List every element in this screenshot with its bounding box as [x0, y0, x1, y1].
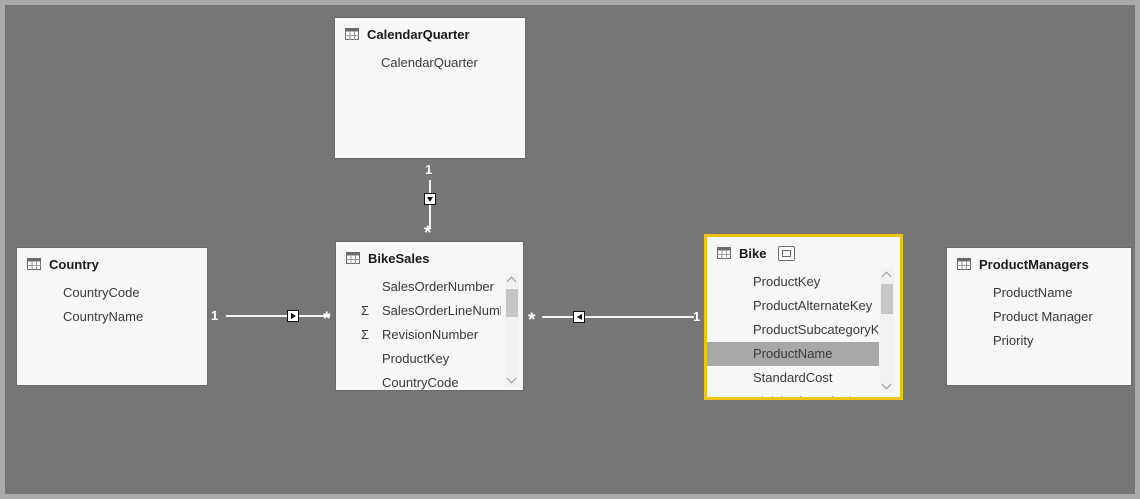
field-row-countrycode[interactable]: CountryCode: [17, 281, 207, 305]
sum-icon: Σ: [361, 303, 370, 318]
field-row-productkey[interactable]: ProductKey: [707, 270, 900, 294]
scrollbar[interactable]: [880, 268, 894, 393]
table-icon: [345, 28, 359, 40]
arrow-right-icon: [290, 313, 296, 319]
field-row-countryname[interactable]: CountryName: [17, 305, 207, 329]
scrollbar[interactable]: [505, 273, 519, 387]
field-row-salesorderlinenumber[interactable]: Σ SalesOrderLineNumber: [336, 299, 523, 323]
relationship-arrow[interactable]: [573, 311, 585, 323]
cardinality-one-label: 1: [425, 162, 433, 177]
field-label: CalendarQuarter: [381, 55, 478, 70]
field-label: Priority: [993, 333, 1034, 348]
table-card-calendarquarter[interactable]: CalendarQuarter CalendarQuarter: [335, 18, 525, 158]
scroll-down-icon[interactable]: [881, 379, 892, 390]
relationship-line[interactable]: [542, 316, 694, 318]
field-row-revisionnumber[interactable]: Σ RevisionNumber: [336, 323, 523, 347]
cardinality-one-label: 1: [693, 309, 701, 324]
field-label: ProductAlternateKey: [753, 298, 873, 313]
field-label: SalesOrderNumber: [382, 279, 494, 294]
table-icon: [957, 258, 971, 270]
field-label: ProductName: [993, 285, 1073, 300]
cardinality-many-label: *: [528, 310, 536, 331]
scrollbar-thumb[interactable]: [881, 284, 893, 314]
table-title: Bike: [739, 245, 767, 261]
arrow-down-icon: [427, 196, 433, 202]
table-card-bike[interactable]: Bike ProductKey ProductAlternateKey Prod…: [704, 234, 903, 400]
scroll-up-icon[interactable]: [506, 276, 517, 287]
field-row-standardcost[interactable]: StandardCost: [707, 366, 900, 390]
table-card-country[interactable]: Country CountryCode CountryName: [17, 248, 207, 385]
table-icon: [717, 247, 731, 259]
cardinality-many-label: *: [323, 309, 331, 330]
field-label: ProductName: [753, 346, 833, 361]
field-label: StandardCost: [753, 370, 833, 385]
table-properties-icon[interactable]: [778, 245, 796, 261]
field-row-finishedgoodsflag[interactable]: FinishedGoodsFlag: [707, 390, 900, 397]
field-label: CountryCode: [382, 375, 459, 390]
field-label: ProductKey: [753, 274, 821, 289]
cardinality-many-label: *: [424, 223, 432, 244]
field-row-productalternatekey[interactable]: ProductAlternateKey: [707, 294, 900, 318]
field-label: Product Manager: [993, 309, 1093, 324]
table-title: ProductManagers: [979, 256, 1089, 272]
cardinality-one-label: 1: [211, 308, 219, 323]
field-label: ProductKey: [382, 351, 450, 366]
table-header: CalendarQuarter: [335, 18, 525, 50]
field-row-priority[interactable]: Priority: [947, 329, 1131, 353]
table-header: ProductManagers: [947, 248, 1131, 280]
field-label: FinishedGoodsFlag: [753, 390, 878, 397]
field-label: CountryName: [63, 309, 144, 324]
table-icon: [27, 258, 41, 270]
field-label: SalesOrderLineNumber: [382, 303, 501, 318]
table-header: Bike: [707, 237, 900, 269]
arrow-left-icon: [576, 314, 582, 320]
table-title: BikeSales: [368, 250, 430, 266]
table-title: Country: [49, 256, 99, 272]
field-row-countrycode[interactable]: CountryCode: [336, 371, 523, 390]
scroll-up-icon[interactable]: [881, 271, 892, 282]
field-row-productmanager[interactable]: Product Manager: [947, 305, 1131, 329]
field-row-productsubcategorykey[interactable]: ProductSubcategoryKey: [707, 318, 900, 342]
table-title: CalendarQuarter: [367, 26, 470, 42]
table-icon: [346, 252, 360, 264]
scrollbar-thumb[interactable]: [506, 289, 518, 317]
table-card-productmanagers[interactable]: ProductManagers ProductName Product Mana…: [947, 248, 1131, 385]
field-row-calendarquarter[interactable]: CalendarQuarter: [335, 51, 525, 75]
field-row-productname[interactable]: ProductName: [947, 281, 1131, 305]
relationship-arrow[interactable]: [287, 310, 299, 322]
relationship-arrow[interactable]: [424, 193, 436, 205]
field-label: ProductSubcategoryKey: [753, 322, 878, 337]
scroll-down-icon[interactable]: [506, 373, 517, 384]
field-label: RevisionNumber: [382, 327, 479, 342]
table-card-bikesales[interactable]: BikeSales SalesOrderNumber Σ SalesOrderLi…: [336, 242, 523, 390]
field-row-salesordernumber[interactable]: SalesOrderNumber: [336, 275, 523, 299]
field-row-productname-selected[interactable]: ProductName: [707, 342, 879, 366]
table-header: BikeSales: [336, 242, 523, 274]
relationship-line[interactable]: [226, 315, 330, 317]
field-label: CountryCode: [63, 285, 140, 300]
table-header: Country: [17, 248, 207, 280]
field-row-productkey[interactable]: ProductKey: [336, 347, 523, 371]
sum-icon: Σ: [361, 327, 370, 342]
